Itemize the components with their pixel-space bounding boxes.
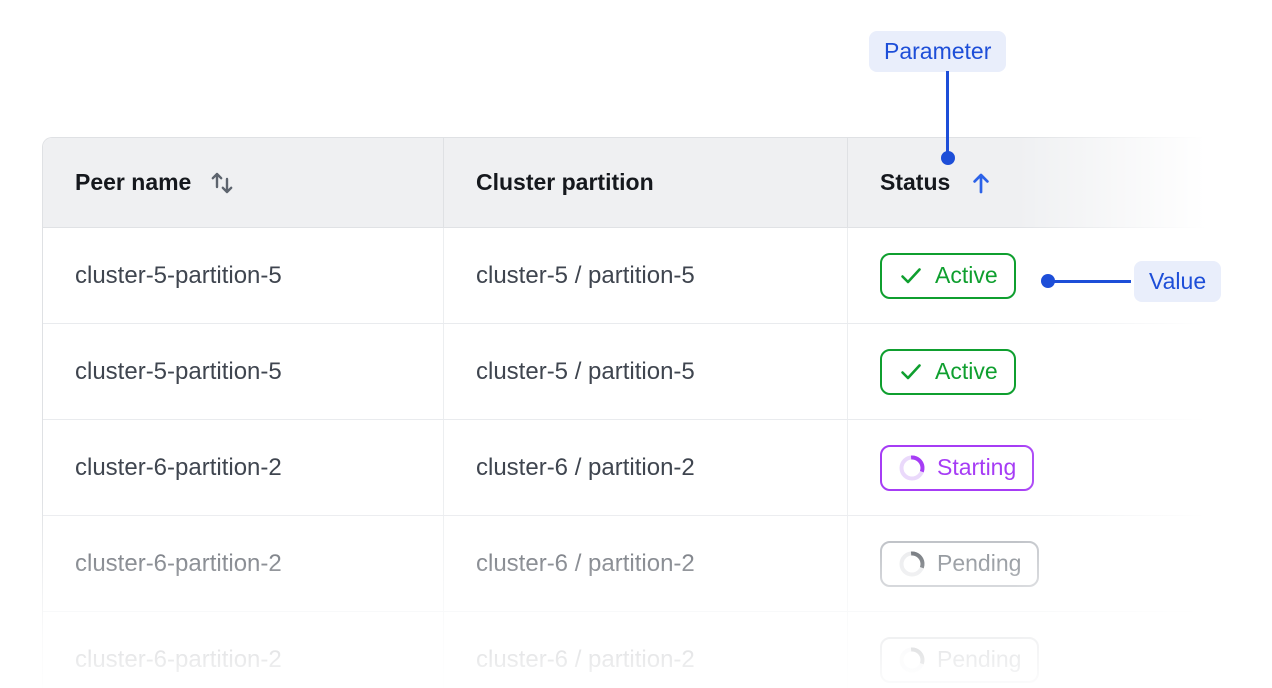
status-badge-label: Pending bbox=[937, 550, 1022, 576]
value-connector-line bbox=[1052, 280, 1131, 283]
cell-status: Pending bbox=[848, 612, 1209, 688]
table-row[interactable]: cluster-6-partition-2 cluster-6 / partit… bbox=[43, 516, 1209, 612]
column-header-peer-name[interactable]: Peer name bbox=[43, 138, 444, 227]
parameter-connector-line bbox=[946, 71, 949, 152]
sort-both-icon[interactable] bbox=[208, 169, 236, 197]
status-badge-label: Active bbox=[935, 358, 998, 384]
cell-status: Pending bbox=[848, 516, 1209, 611]
parameter-connector-dot bbox=[941, 151, 955, 165]
cell-peer-name: cluster-5-partition-5 bbox=[43, 228, 444, 323]
cell-cluster-partition: cluster-5 / partition-5 bbox=[444, 228, 848, 323]
status-badge-label: Active bbox=[935, 262, 998, 288]
column-header-cluster-partition[interactable]: Cluster partition bbox=[444, 138, 848, 227]
table-row[interactable]: cluster-5-partition-5 cluster-5 / partit… bbox=[43, 228, 1209, 324]
cell-status: Starting bbox=[848, 420, 1209, 515]
table-row[interactable]: cluster-6-partition-2 cluster-6 / partit… bbox=[43, 612, 1209, 688]
status-badge-label: Starting bbox=[937, 454, 1017, 480]
status-badge: Active bbox=[880, 348, 1016, 395]
column-header-status[interactable]: Status bbox=[848, 138, 1209, 227]
table-row[interactable]: cluster-6-partition-2 cluster-6 / partit… bbox=[43, 420, 1209, 516]
check-icon bbox=[901, 267, 921, 283]
value-callout: Value bbox=[1134, 261, 1222, 302]
status-badge: Pending bbox=[880, 540, 1040, 587]
status-badge: Pending bbox=[880, 636, 1040, 683]
cell-status: Active bbox=[848, 228, 1209, 323]
sort-ascending-icon[interactable] bbox=[967, 169, 995, 197]
status-badge: Starting bbox=[880, 444, 1035, 491]
check-icon bbox=[901, 363, 921, 379]
cell-cluster-partition: cluster-5 / partition-5 bbox=[444, 324, 848, 419]
table-row[interactable]: cluster-5-partition-5 cluster-5 / partit… bbox=[43, 324, 1209, 420]
column-label-status: Status bbox=[880, 169, 951, 195]
spinner-icon bbox=[899, 647, 925, 672]
peers-table: Peer name Cluster partition Status bbox=[42, 137, 1210, 688]
cell-peer-name: cluster-6-partition-2 bbox=[43, 516, 444, 611]
status-badge-label: Pending bbox=[937, 646, 1022, 672]
column-label-peer-name: Peer name bbox=[75, 169, 192, 195]
cell-cluster-partition: cluster-6 / partition-2 bbox=[444, 420, 848, 515]
cell-peer-name: cluster-5-partition-5 bbox=[43, 324, 444, 419]
cell-cluster-partition: cluster-6 / partition-2 bbox=[444, 612, 848, 688]
column-label-cluster-partition: Cluster partition bbox=[476, 169, 654, 195]
cell-cluster-partition: cluster-6 / partition-2 bbox=[444, 516, 848, 611]
cell-status: Active bbox=[848, 324, 1209, 419]
cell-peer-name: cluster-6-partition-2 bbox=[43, 420, 444, 515]
cell-peer-name: cluster-6-partition-2 bbox=[43, 612, 444, 688]
table-header: Peer name Cluster partition Status bbox=[43, 138, 1209, 228]
spinner-icon bbox=[899, 455, 925, 480]
status-badge: Active bbox=[880, 252, 1016, 299]
parameter-callout: Parameter bbox=[869, 31, 1007, 72]
spinner-icon bbox=[899, 551, 925, 576]
